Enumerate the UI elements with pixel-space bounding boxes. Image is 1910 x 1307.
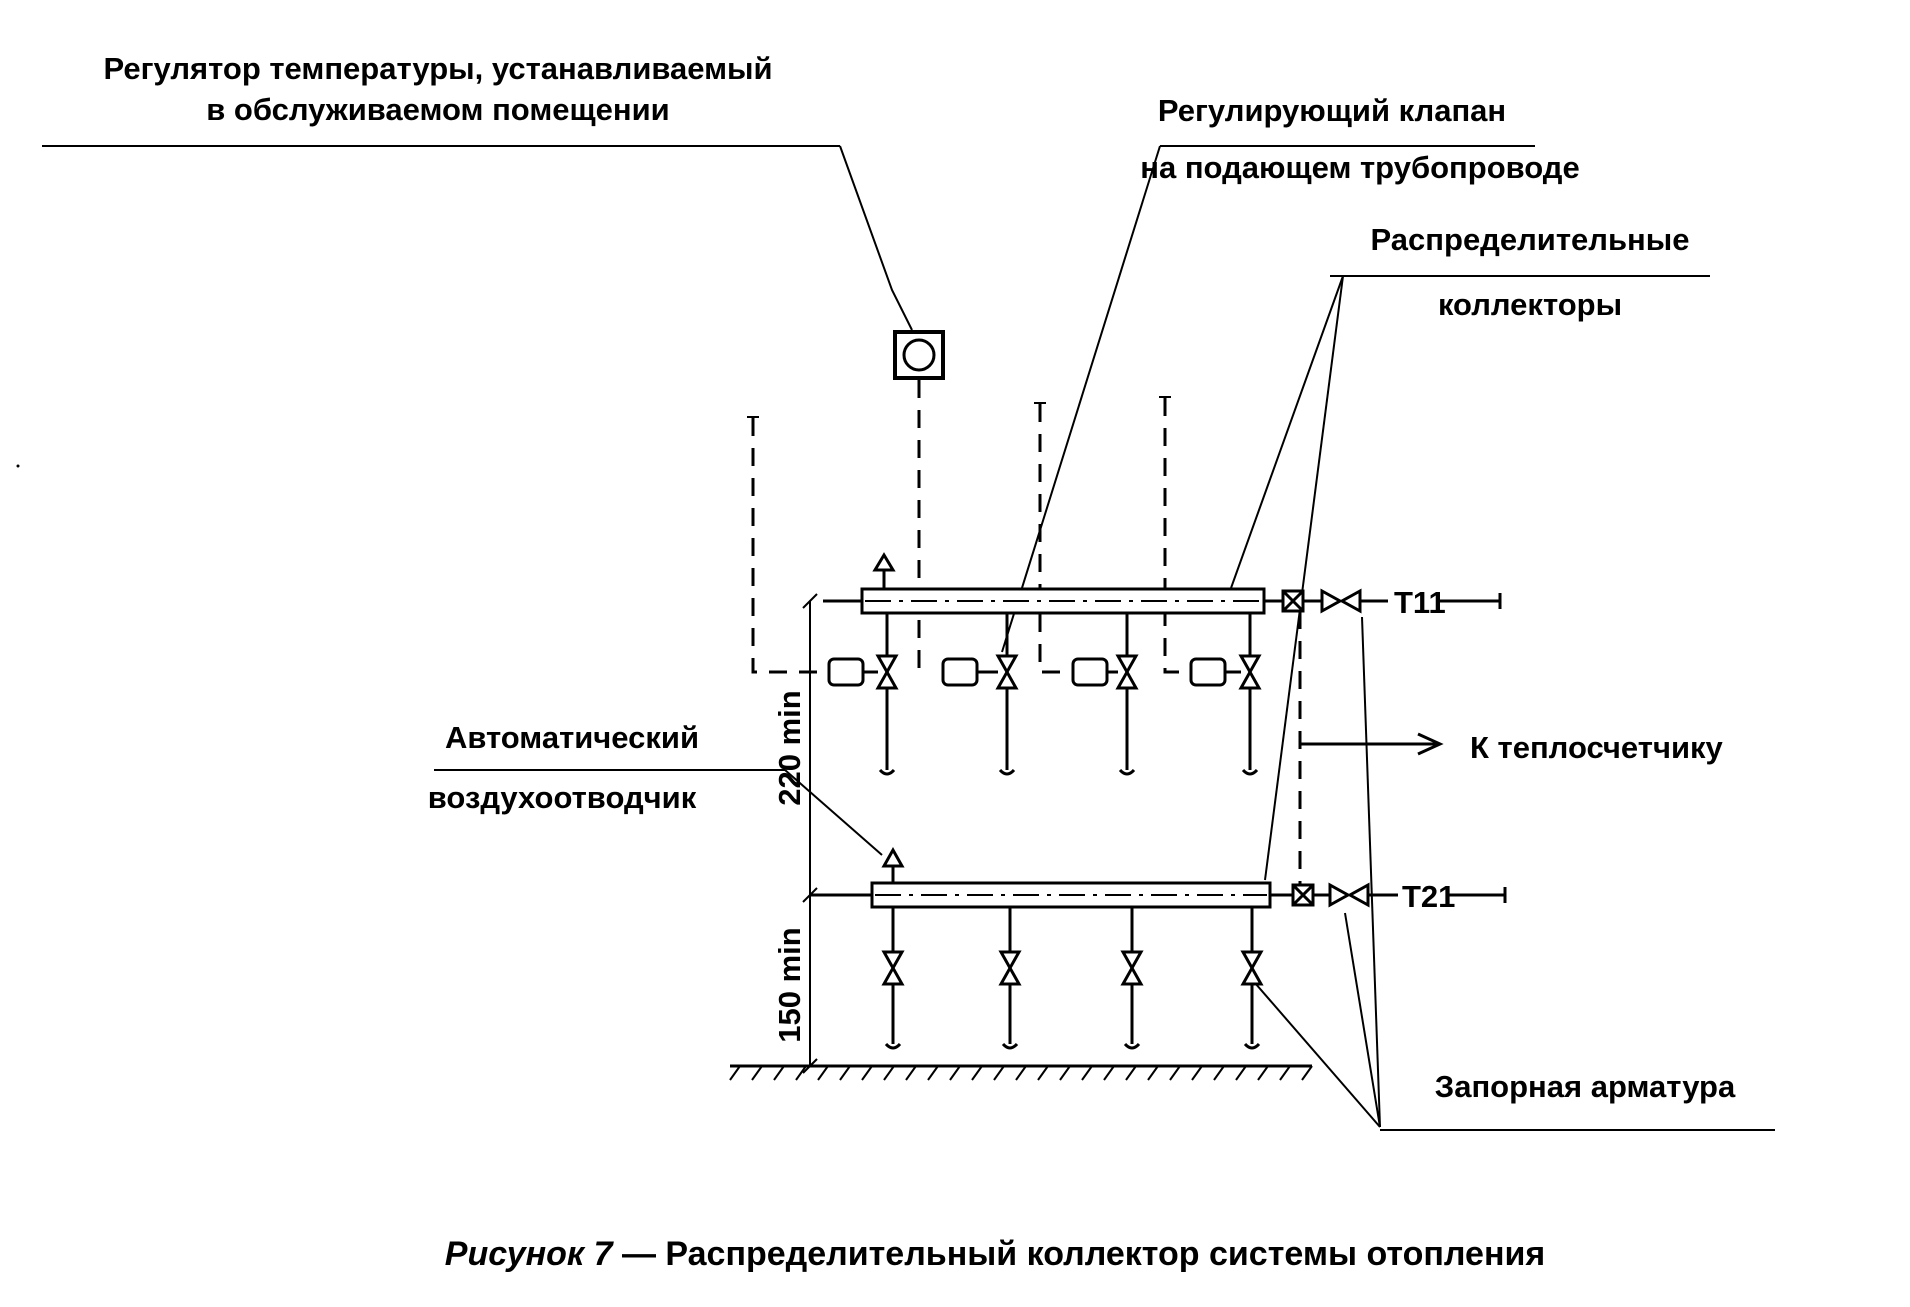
return-collector (810, 881, 1292, 909)
collectors-label-line1: Распределительные (1371, 222, 1690, 257)
supply-collector (823, 587, 1282, 615)
dim-upper-label: 220 min (772, 690, 807, 805)
supply-pipe-t11 (1281, 588, 1502, 614)
return-air-vent-icon (881, 846, 905, 882)
supply-air-vent-icon (872, 552, 896, 588)
valve-label-line2: на подающем трубопроводе (1140, 150, 1579, 185)
return-pipe-t21 (1291, 882, 1507, 908)
collector-lower-leader (1264, 275, 1344, 881)
air-vent-leader (784, 769, 883, 856)
shutoff-label: Запорная арматура (1435, 1069, 1736, 1104)
collectors-label-line2: коллекторы (1438, 287, 1622, 322)
floor-line (729, 1064, 1313, 1081)
collector-upper-leader (1225, 275, 1344, 603)
caption-text: — Распределительный коллектор системы от… (622, 1235, 1545, 1273)
dimension-lower (802, 895, 818, 1074)
return-branch-3 (1121, 907, 1143, 1050)
air-vent-label-line1: Автоматический (445, 720, 699, 755)
supply-branch-3 (1071, 613, 1138, 776)
regulator-label-line2: в обслуживаемом помещении (206, 92, 670, 127)
regulator-leader (839, 145, 913, 331)
shutoff-leader-valve (1254, 982, 1381, 1128)
heat-meter-label: К теплосчетчику (1470, 730, 1724, 765)
return-branch-2 (999, 907, 1021, 1050)
valve-leader (1001, 145, 1161, 653)
supply-branch-4 (1189, 613, 1261, 776)
room-regulator-icon (893, 330, 945, 380)
regulator-label-line1: Регулятор температуры, устанавливаемый (103, 51, 772, 86)
control-signal-lines (747, 396, 1195, 674)
valve-label-line1: Регулирующий клапан (1158, 93, 1506, 128)
heat-meter-arrow (1300, 732, 1444, 756)
return-pipe-label: Т21 (1402, 879, 1455, 914)
stray-dot (16, 464, 20, 468)
return-branch-1 (882, 907, 904, 1050)
supply-branch-2 (941, 613, 1018, 776)
caption-figure-number: Рисунок 7 (445, 1235, 615, 1273)
figure-caption: Рисунок 7 — Распределительный коллектор … (445, 1235, 1545, 1273)
air-vent-label-line2: воздухоотводчик (428, 780, 697, 815)
dim-lower-label: 150 min (772, 927, 807, 1042)
supply-pipe-label: Т11 (1394, 585, 1446, 620)
shutoff-leader-return (1344, 912, 1381, 1128)
supply-branch-1 (827, 613, 898, 776)
shutoff-leader-supply (1361, 616, 1381, 1128)
return-branch-4 (1241, 907, 1263, 1050)
